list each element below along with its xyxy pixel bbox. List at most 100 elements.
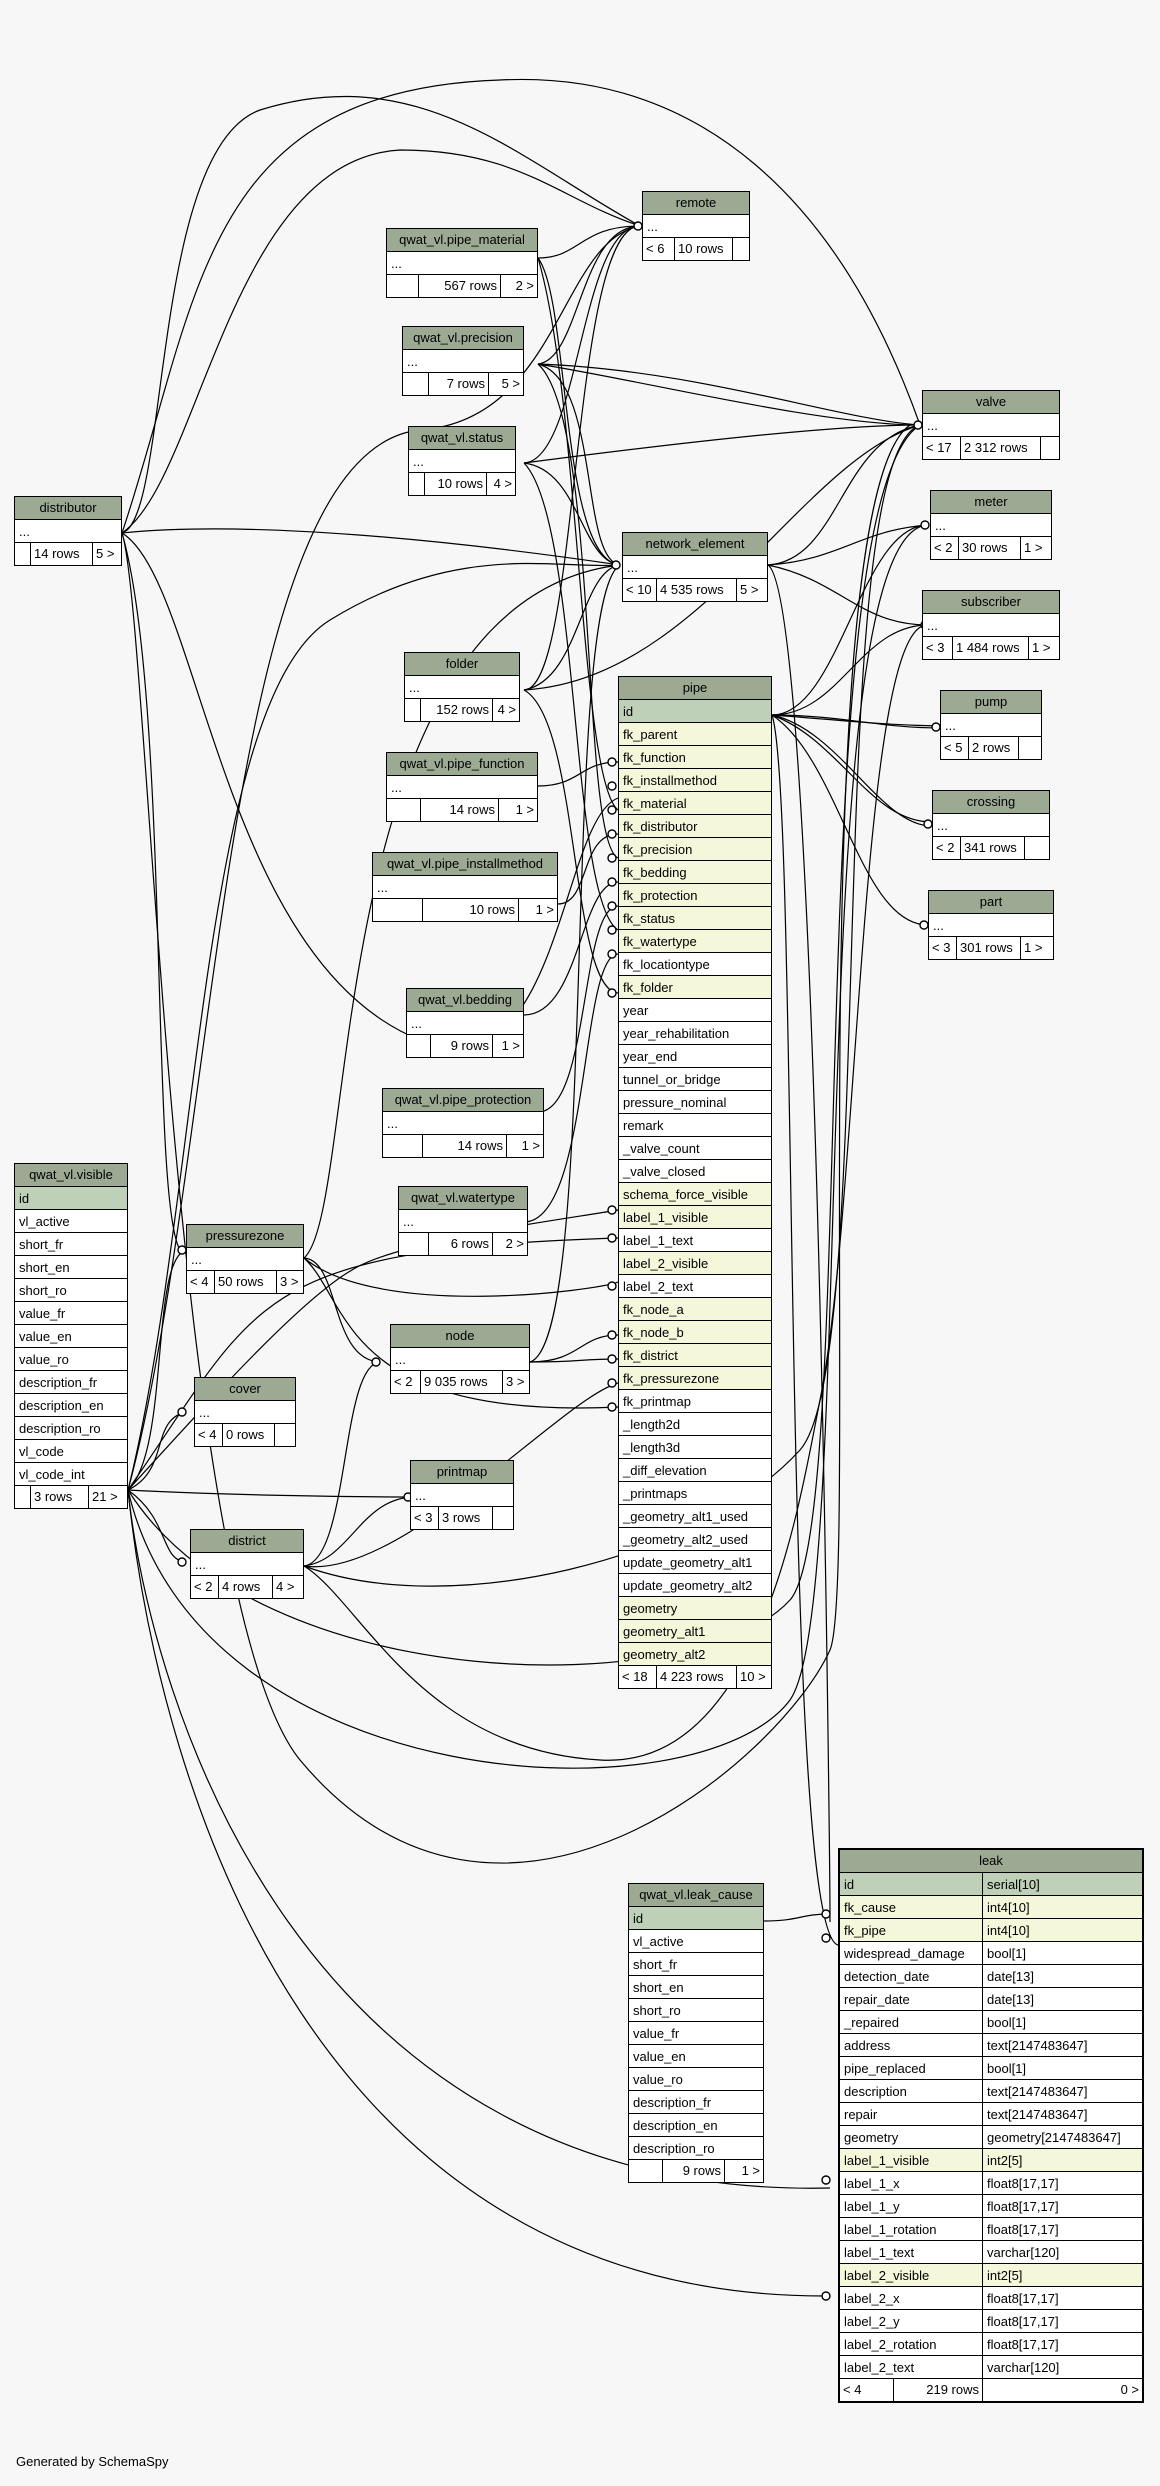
- column-row: geometry_alt2: [619, 1643, 771, 1666]
- table-folder[interactable]: folder ... 152 rows 4 >: [404, 652, 520, 722]
- relationship-line: [537, 225, 641, 365]
- table-footer: 10 rows 1 >: [373, 899, 557, 921]
- table-leak-cause[interactable]: qwat_vl.leak_cause id vl_active short_fr…: [628, 1883, 764, 2183]
- column-name: label_1_rotation: [840, 2218, 983, 2240]
- relationship-line: [767, 564, 831, 1923]
- table-subscriber[interactable]: subscriber ... < 3 1 484 rows 1 >: [922, 590, 1060, 660]
- table-pipe-material[interactable]: qwat_vl.pipe_material ... 567 rows 2 >: [386, 228, 538, 298]
- table-remote[interactable]: remote ... < 6 10 rows: [642, 191, 750, 261]
- column-row: pressure_nominal: [619, 1091, 771, 1114]
- footer-children: 21 >: [92, 1489, 118, 1504]
- footer-children: 3 >: [506, 1374, 525, 1389]
- table-crossing[interactable]: crossing ... < 2 341 rows: [932, 790, 1050, 860]
- table-cover[interactable]: cover ... < 4 0 rows: [194, 1377, 296, 1447]
- column-row: id: [619, 700, 771, 723]
- footer-parents: [629, 2160, 663, 2182]
- column-row: ...: [405, 676, 519, 699]
- column-row: ...: [941, 714, 1041, 737]
- table-footer: < 3 3 rows: [411, 1507, 513, 1529]
- table-watertype[interactable]: qwat_vl.watertype ... 6 rows 2 >: [398, 1186, 528, 1256]
- relationship-line: [523, 225, 641, 691]
- column-row: vl_active: [15, 1210, 127, 1233]
- table-pump[interactable]: pump ... < 5 2 rows: [940, 690, 1042, 760]
- column-row: short_ro: [629, 1999, 763, 2022]
- footer-parents: < 2: [933, 837, 961, 859]
- column-row: ...: [923, 414, 1059, 437]
- column-row: _length3d: [619, 1436, 771, 1459]
- table-footer: 9 rows 1 >: [407, 1035, 523, 1057]
- footer-children: 1 >: [1024, 540, 1043, 555]
- column-row: fk_installmethod: [619, 769, 771, 792]
- column-row: label_2_text: [619, 1275, 771, 1298]
- footer-parents: < 5: [941, 737, 969, 759]
- column-type: float8[17,17]: [987, 2199, 1059, 2214]
- table-printmap[interactable]: printmap ... < 3 3 rows: [410, 1460, 514, 1530]
- table-valve[interactable]: valve ... < 17 2 312 rows: [922, 390, 1060, 460]
- table-title: pump: [941, 691, 1041, 714]
- table-footer: 7 rows 5 >: [403, 373, 523, 395]
- table-visible[interactable]: qwat_vl.visible id vl_active short_fr sh…: [14, 1163, 128, 1509]
- table-title: printmap: [411, 1461, 513, 1484]
- column-name: label_1_x: [840, 2172, 983, 2194]
- column-row: _length2d: [619, 1413, 771, 1436]
- footer-rowcount: 10 rows: [675, 238, 733, 260]
- table-pipe-protection[interactable]: qwat_vl.pipe_protection ... 14 rows 1 >: [382, 1088, 544, 1158]
- table-distributor[interactable]: distributor ... 14 rows 5 >: [14, 496, 122, 566]
- column-name: fk_cause: [840, 1896, 983, 1918]
- column-type: float8[17,17]: [987, 2176, 1059, 2191]
- table-pipe-installmethod[interactable]: qwat_vl.pipe_installmethod ... 10 rows 1…: [372, 852, 558, 922]
- table-bedding[interactable]: qwat_vl.bedding ... 9 rows 1 >: [406, 988, 524, 1058]
- footer-rowcount: 2 rows: [969, 737, 1019, 759]
- column-type: bool[1]: [987, 1946, 1027, 1961]
- table-title: network_element: [623, 533, 767, 556]
- table-district[interactable]: district ... < 2 4 rows 4 >: [190, 1529, 304, 1599]
- footer-children: [1019, 737, 1041, 759]
- table-title: qwat_vl.pipe_protection: [383, 1089, 543, 1112]
- footer-rowcount: 9 rows: [431, 1035, 493, 1057]
- table-node[interactable]: node ... < 2 9 035 rows 3 >: [390, 1324, 530, 1394]
- footer-parents: [15, 1486, 31, 1508]
- footer-children: [1025, 837, 1049, 859]
- footer-parents: [383, 1135, 423, 1157]
- relationship-line: [771, 714, 933, 823]
- footer-rowcount: 6 rows: [429, 1233, 493, 1255]
- relationship-line: [121, 78, 921, 534]
- table-title: qwat_vl.pipe_installmethod: [373, 853, 557, 876]
- footer-children: 5 >: [501, 376, 520, 391]
- footer-children: 1 >: [1024, 940, 1043, 955]
- column-name: repair_date: [840, 1988, 983, 2010]
- table-network-element[interactable]: network_element ... < 10 4 535 rows 5 >: [622, 532, 768, 602]
- table-title: pressurezone: [187, 1225, 303, 1248]
- table-pipe[interactable]: pipe id fk_parent fk_function fk_install…: [618, 676, 772, 1689]
- relationship-line: [121, 532, 619, 1049]
- footer-parents: [407, 1035, 431, 1057]
- table-pipe-function[interactable]: qwat_vl.pipe_function ... 14 rows 1 >: [386, 752, 538, 822]
- table-status[interactable]: qwat_vl.status ... 10 rows 4 >: [408, 426, 516, 496]
- table-title: meter: [931, 491, 1051, 514]
- column-row: ...: [387, 776, 537, 799]
- table-footer: < 10 4 535 rows 5 >: [623, 579, 767, 601]
- footer-rowcount: 2 312 rows: [961, 437, 1041, 459]
- relationship-line: [763, 1913, 831, 1922]
- footer-rowcount: 3 rows: [439, 1507, 493, 1529]
- column-row: id: [15, 1187, 127, 1210]
- column-row: description_fr: [15, 1371, 127, 1394]
- column-row: ...: [387, 252, 537, 275]
- table-part[interactable]: part ... < 3 301 rows 1 >: [928, 890, 1054, 960]
- footer-parents: < 2: [391, 1371, 421, 1393]
- column-type: float8[17,17]: [987, 2337, 1059, 2352]
- table-pressurezone[interactable]: pressurezone ... < 4 50 rows 3 >: [186, 1224, 304, 1294]
- column-row: _valve_closed: [619, 1160, 771, 1183]
- table-footer: 3 rows 21 >: [15, 1486, 127, 1508]
- column-name: label_2_visible: [840, 2264, 983, 2286]
- table-meter[interactable]: meter ... < 2 30 rows 1 >: [930, 490, 1052, 560]
- column-row: ...: [191, 1553, 303, 1576]
- relationship-line: [771, 714, 941, 729]
- table-precision[interactable]: qwat_vl.precision ... 7 rows 5 >: [402, 326, 524, 396]
- table-title: qwat_vl.bedding: [407, 989, 523, 1012]
